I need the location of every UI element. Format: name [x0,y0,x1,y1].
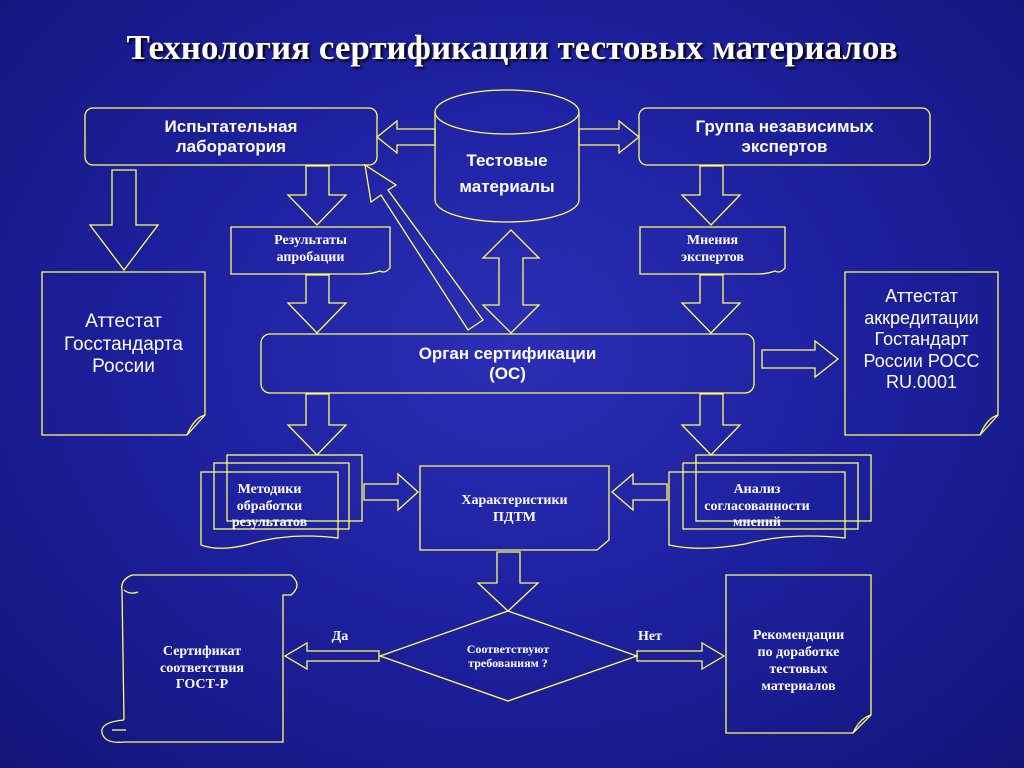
yes-label: Да [331,628,349,644]
approbation-results-doc [230,226,391,275]
arrow-analysis-to-pdtm [611,472,668,512]
accreditation-certificate-doc [844,271,999,436]
arrow-os-to-methods [286,393,348,456]
pdtm-characteristics-doc [419,465,610,551]
arrow-experts-to-opinions [680,165,742,226]
arrow-results-to-os [286,274,348,334]
arrow-lab-to-gosstandart [88,169,160,272]
expert-opinions-doc [639,226,786,275]
decision-label: Соответствуют требованиям ? [466,641,550,670]
arrow-cylinder-experts [578,119,641,155]
processing-methods-label: Методики обработки результатов [231,481,308,531]
no-label: Нет [638,628,662,644]
certificate-label: Сертификат соответствия ГОСТ-Р [159,643,245,693]
consistency-analysis-label: Анализ согласованности мнений [704,481,810,531]
decision-diamond [378,610,639,702]
arrow-pdtm-to-decision [476,551,540,612]
arrow-decision-no [636,641,726,671]
arrow-opinions-to-os [680,274,742,334]
arrow-os-to-lab [364,163,484,331]
gosstandart-certificate-doc [41,271,206,436]
recommendations-label: Рекомендации по доработке тестовых матер… [752,628,845,694]
arrow-os-to-accreditation [761,339,840,379]
accreditation-certificate-label: Аттестат аккредитации Гостандарт России … [863,286,980,393]
gosstandart-certificate-label: Аттестат Госстандарта России [64,310,183,378]
arrow-os-to-analysis [680,393,742,456]
arrow-decision-yes [283,641,380,671]
certification-body-box [260,333,755,394]
processing-methods-stack [200,454,363,549]
expert-opinions-label: Мнения экспертов [681,233,744,265]
test-materials-label: Тестовые материалы [459,150,555,196]
certification-body-label: Орган сертификации (ОС) [418,343,597,383]
experts-group-label: Группа независимых экспертов [695,116,874,156]
certificate-scroll [101,574,298,743]
lab-label: Испытательная лаборатория [164,116,298,156]
consistency-analysis-stack [668,454,872,549]
arrow-methods-to-pdtm [363,472,419,512]
pdtm-characteristics-label: Характеристики ПДТМ [461,493,568,525]
arrow-os-cylinder [481,229,541,334]
arrow-lab-cylinder [375,119,436,155]
test-materials-cylinder [434,89,580,223]
approbation-results-label: Результаты апробации [274,233,347,265]
arrow-lab-to-results [286,165,348,226]
page-title: Технология сертификации тестовых материа… [126,28,898,67]
recommendations-doc [725,574,872,734]
